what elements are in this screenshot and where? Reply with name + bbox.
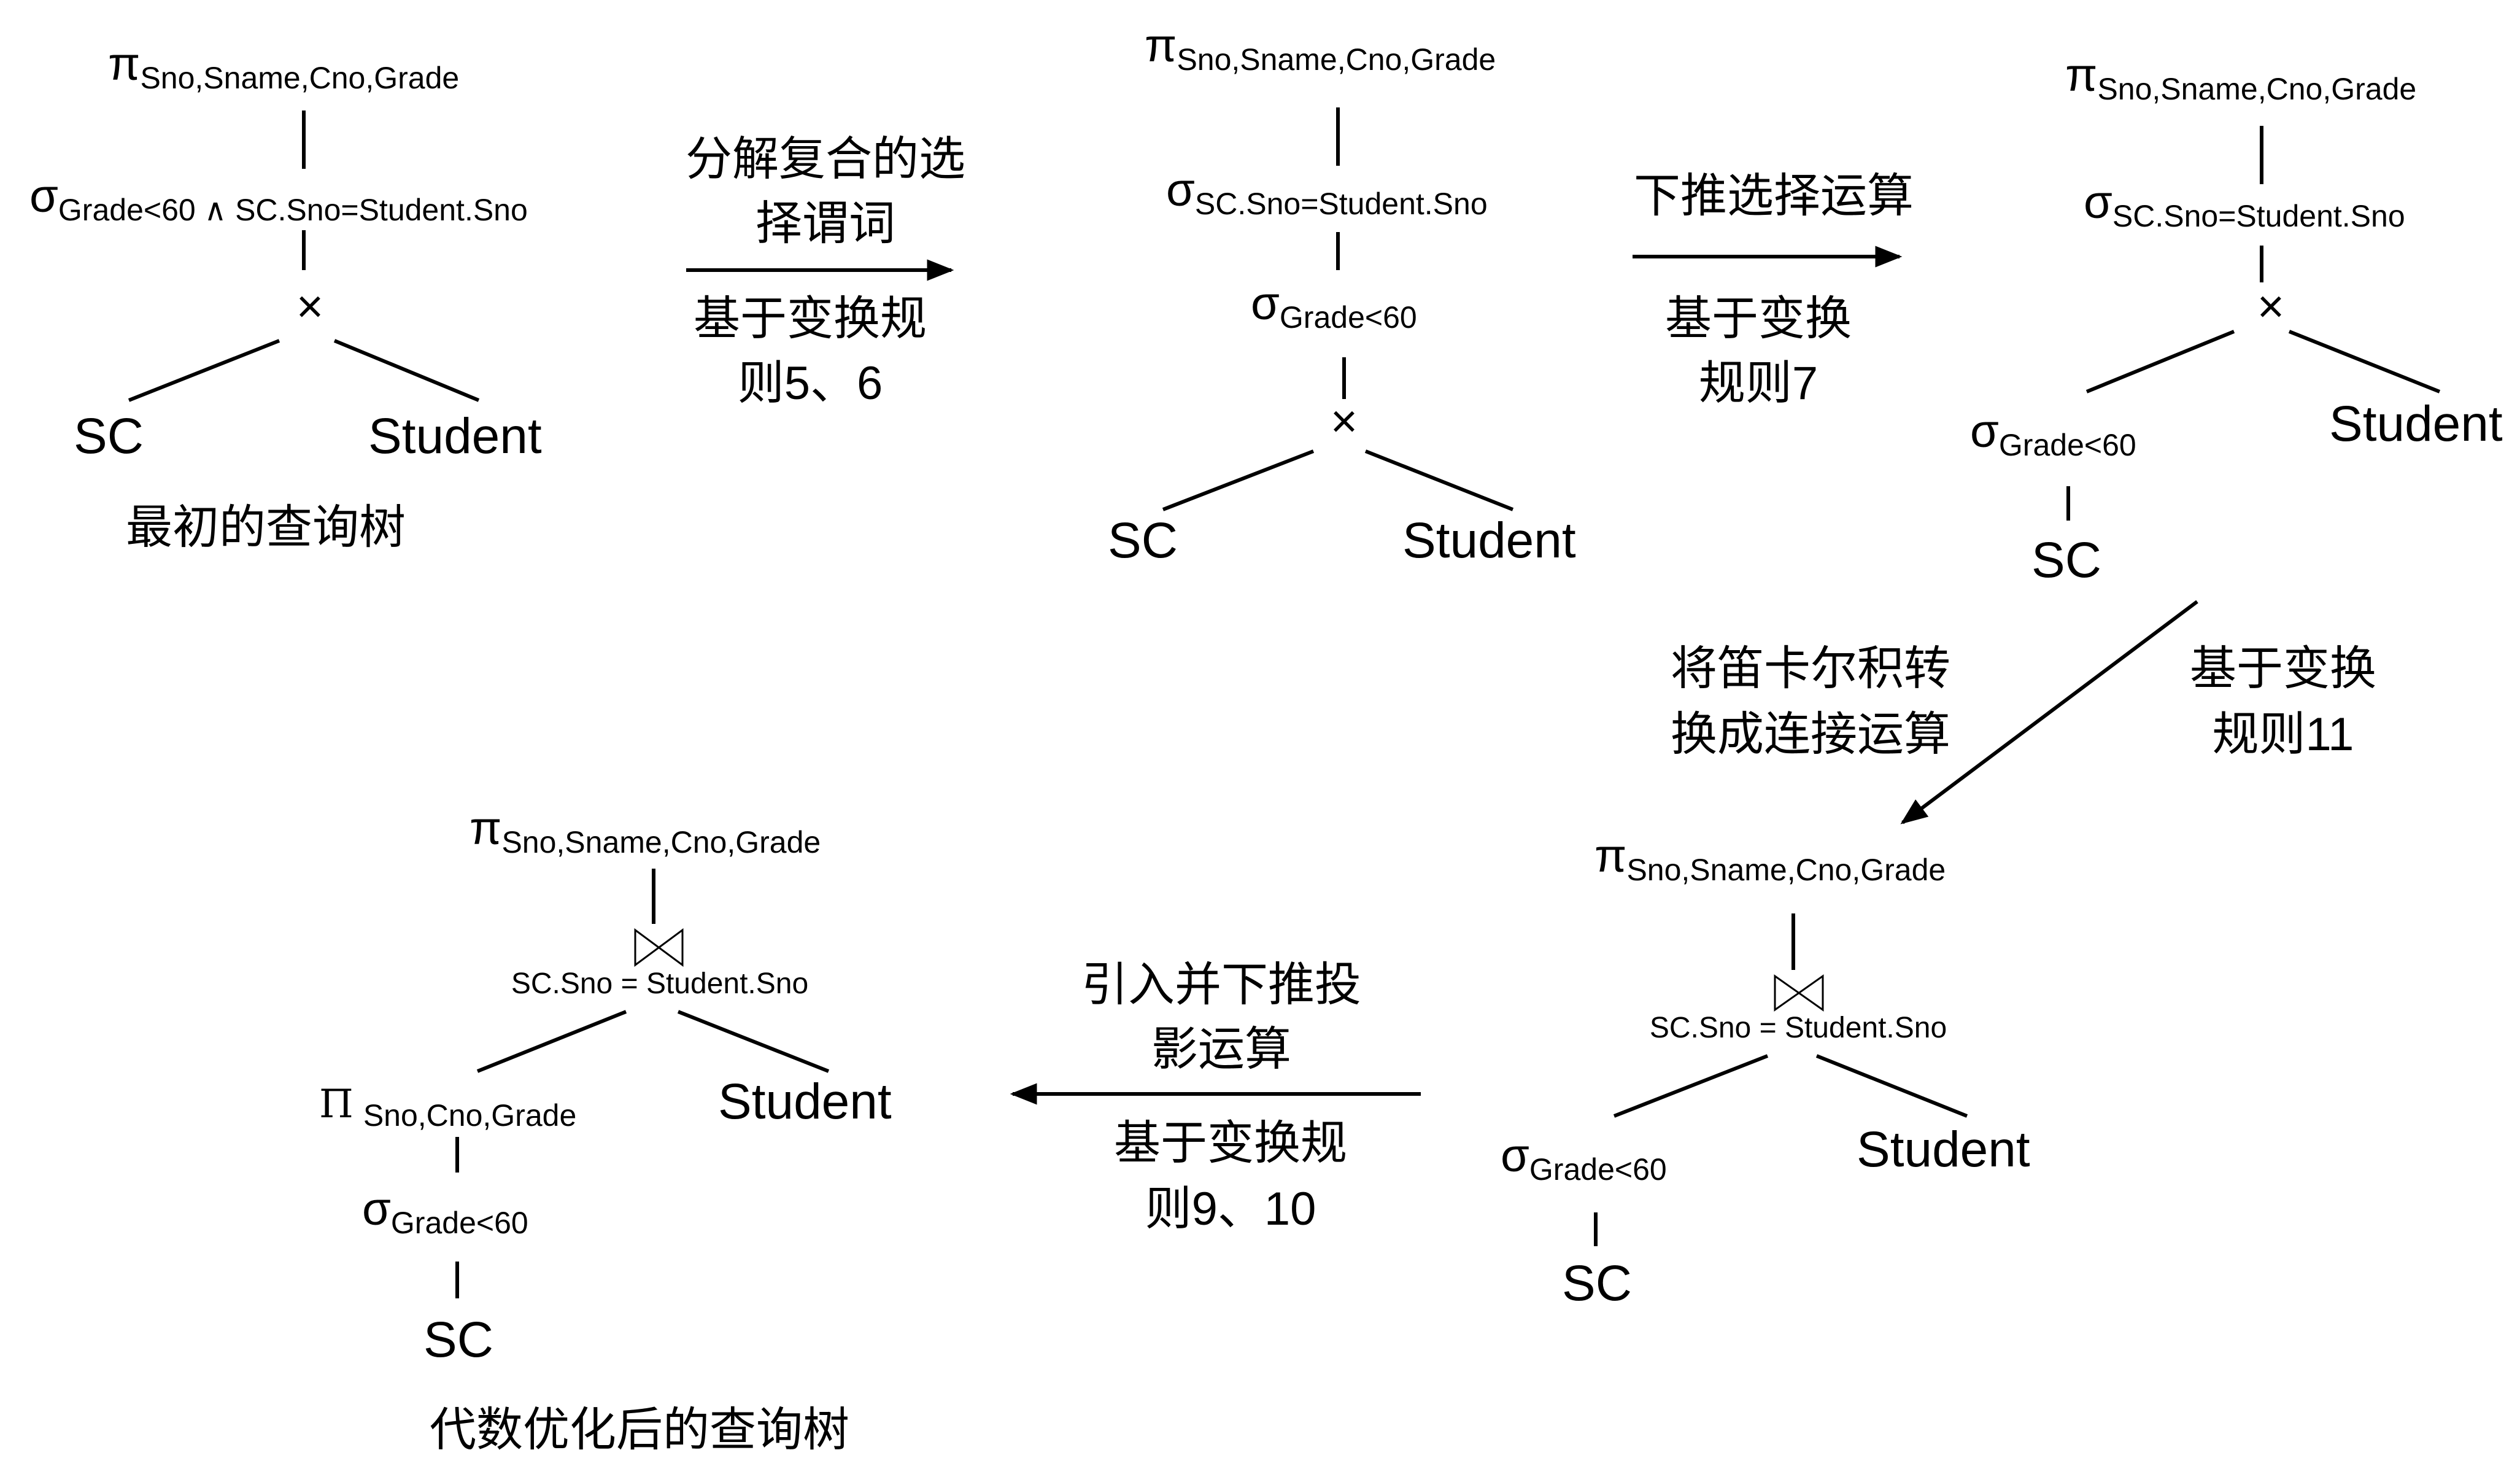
cross-product-node: × — [2257, 281, 2284, 333]
arrow-label-top-line-1: 分解复合的选 — [686, 133, 965, 185]
cross-product-node: × — [1331, 395, 1358, 448]
projection-node: πSno,Sname,Cno,Grade — [2065, 49, 2416, 106]
arrow-line — [1900, 600, 2198, 824]
projection-node: πSno,Sname,Cno,Grade — [1145, 20, 1496, 77]
arrow-label-top-line-1: 下推选择运算 — [1634, 170, 1914, 222]
arrow-label-left-line-1: 将笛卡尔积转 — [1671, 643, 1950, 695]
relation-student: Student — [2329, 396, 2503, 452]
tree-caption: 代数优化后的查询树 — [430, 1404, 849, 1456]
relation-student: Student — [1402, 513, 1576, 568]
arrow-label-right-line-2: 规则11 — [2213, 708, 2354, 761]
arrow-label-bottom-line-2: 则9、10 — [1145, 1183, 1316, 1235]
selection-node-join: σSC.Sno=Student.Sno — [2084, 176, 2405, 233]
selection-node-join: σSC.Sno=Student.Sno — [1166, 164, 1488, 221]
transform-arrow-2: 下推选择运算 基于变换 规则7 — [1633, 170, 1914, 409]
relation-student: Student — [368, 408, 542, 464]
tree-decomposed: πSno,Sname,Cno,Grade σSC.Sno=Student.Sno… — [1108, 20, 1576, 568]
join-condition: SC.Sno = Student.Sno — [1650, 1012, 1947, 1044]
selection-node-grade: σGrade<60 — [362, 1183, 528, 1240]
edge-right — [2288, 330, 2441, 393]
edge-left — [1162, 449, 1315, 511]
tree-optimized: πSno,Sname,Cno,Grade SC.Sno = Student.Sn… — [319, 802, 892, 1456]
transform-arrow-1: 分解复合的选 择谓词 基于变换规 则5、6 — [686, 133, 965, 409]
projection-node: πSno,Sname,Cno,Grade — [1594, 830, 1946, 887]
edge-left — [2085, 330, 2235, 393]
edge-right — [1364, 449, 1514, 511]
join-condition: SC.Sno = Student.Sno — [511, 967, 808, 1000]
natural-join-icon — [1774, 974, 1824, 1012]
tree-caption: 最初的查询树 — [126, 502, 406, 554]
arrow-label-top-line-1: 引入并下推投 — [1081, 959, 1361, 1011]
relation-student: Student — [1857, 1122, 2030, 1177]
arrow-label-right-line-1: 基于变换 — [2190, 643, 2376, 695]
relation-student: Student — [718, 1074, 892, 1130]
relation-sc: SC — [423, 1312, 493, 1368]
arrow-label-top-line-2: 择谓词 — [756, 198, 895, 250]
arrow-label-bottom-line-1: 基于变换规 — [694, 293, 927, 345]
selection-node-grade: σGrade<60 — [1501, 1130, 1667, 1187]
tree-selection-pushed: πSno,Sname,Cno,Grade σSC.Sno=Student.Sno… — [1970, 49, 2503, 588]
arrow-label-left-line-2: 换成连接运算 — [1671, 708, 1950, 761]
arrow-label-top-line-2: 影运算 — [1151, 1023, 1291, 1076]
relation-sc: SC — [74, 408, 144, 464]
projection-node: πSno,Sname,Cno,Grade — [108, 38, 459, 95]
edge-right — [1815, 1054, 1968, 1118]
edge-left — [128, 339, 280, 402]
edge-right — [677, 1010, 830, 1073]
arrow-label-bottom-line-1: 基于变换 — [1665, 293, 1852, 345]
edge-right — [333, 339, 480, 402]
natural-join-icon — [634, 928, 684, 967]
tree-initial: πSno,Sname,Cno,Grade σGrade<60 ∧ SC.Sno=… — [29, 38, 542, 554]
cross-product-node: × — [296, 281, 323, 333]
edge-left — [476, 1010, 627, 1073]
relation-sc: SC — [1108, 513, 1178, 568]
tree-join: πSno,Sname,Cno,Grade SC.Sno = Student.Sn… — [1501, 830, 2030, 1311]
arrow-label-bottom-line-2: 则5、6 — [738, 357, 883, 409]
transform-arrow-3: 将笛卡尔积转 换成连接运算 基于变换 规则11 — [1671, 600, 2376, 824]
selection-node-grade: σGrade<60 — [1970, 405, 2136, 462]
relation-sc: SC — [1562, 1255, 1632, 1311]
selection-node-grade: σGrade<60 — [1251, 277, 1417, 335]
projection-node: πSno,Sname,Cno,Grade — [470, 802, 821, 859]
transform-arrow-4: 引入并下推投 影运算 基于变换规 则9、10 — [1010, 959, 1421, 1235]
selection-node: σGrade<60 ∧ SC.Sno=Student.Sno — [29, 170, 528, 227]
edge-left — [1613, 1054, 1769, 1118]
arrow-label-bottom-line-1: 基于变换规 — [1114, 1117, 1347, 1169]
relation-sc: SC — [2031, 532, 2101, 588]
arrow-label-bottom-line-2: 规则7 — [1699, 357, 1818, 409]
